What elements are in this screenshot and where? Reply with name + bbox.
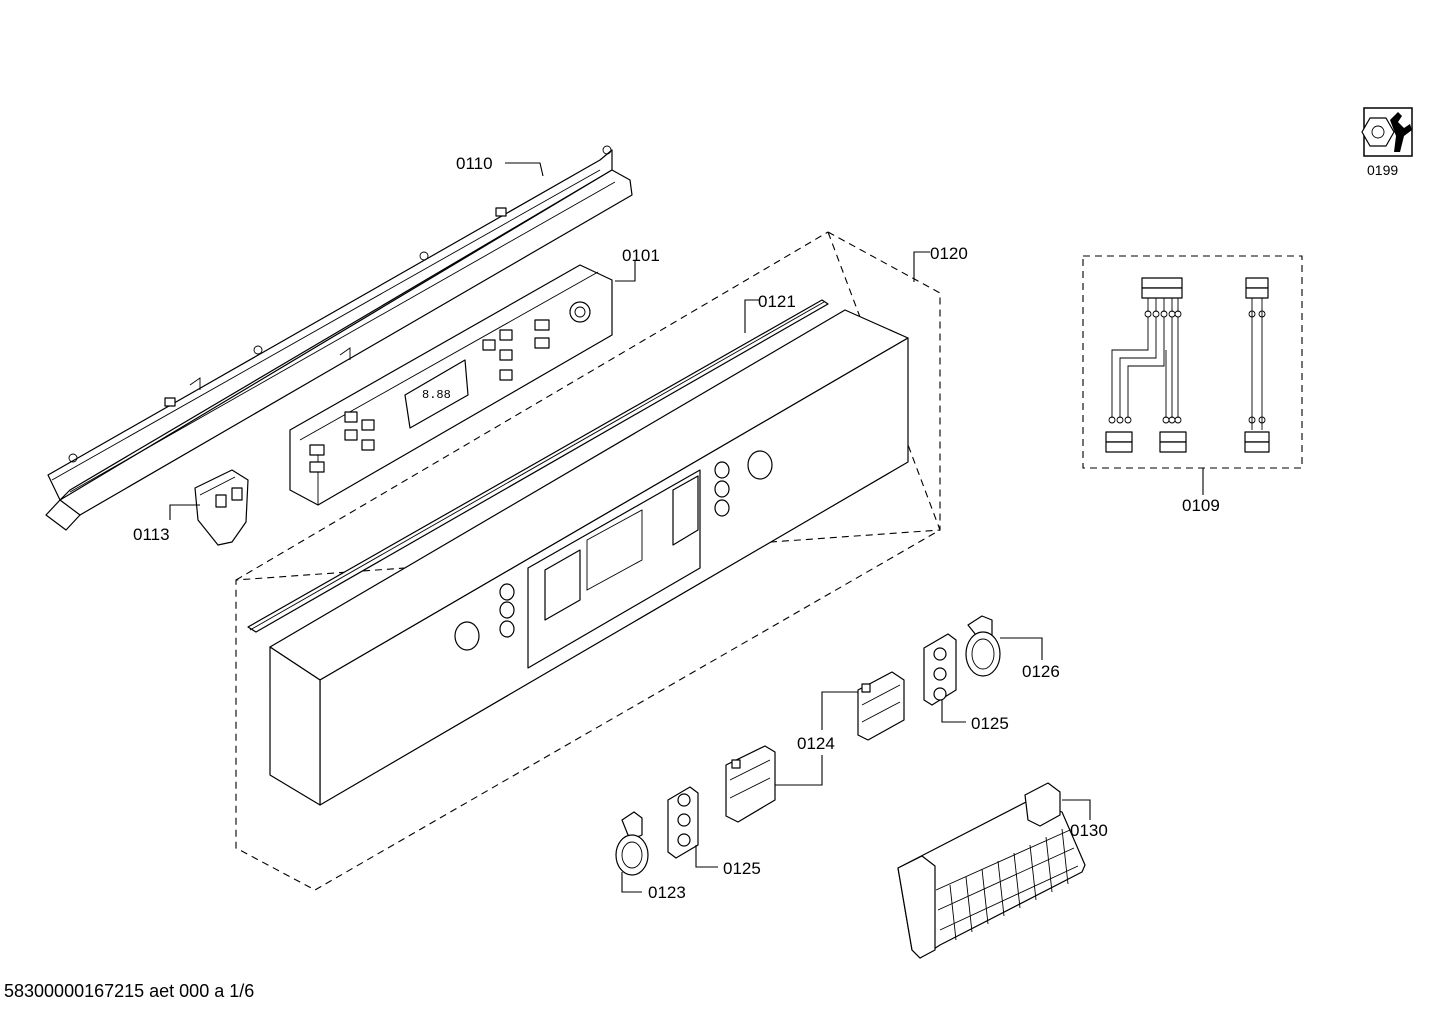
- label-0126: 0126: [1022, 662, 1060, 681]
- label-0124: 0124: [797, 734, 835, 753]
- label-0125-lower: 0125: [723, 859, 761, 878]
- part-0124-button-block-lower[interactable]: [725, 745, 776, 823]
- label-0123: 0123: [648, 883, 686, 902]
- leader-0124-upper: [821, 691, 858, 730]
- part-0124-button-block-upper[interactable]: [857, 671, 905, 741]
- svg-text:8.88: 8.88: [422, 388, 451, 402]
- wrench-nut-icon[interactable]: [1361, 107, 1413, 157]
- leader-0126: [1000, 637, 1043, 660]
- label-0130: 0130: [1070, 821, 1108, 840]
- leader-0124-lower: [775, 755, 823, 786]
- part-0130-bracket[interactable]: [897, 782, 1086, 959]
- group-0109-outline: [1082, 255, 1303, 469]
- label-0110: 0110: [456, 154, 493, 173]
- part-0125-light-guide-lower[interactable]: [667, 786, 699, 859]
- part-0109-wiring-harness[interactable]: [1105, 277, 1270, 453]
- part-0126-knob[interactable]: [965, 615, 1001, 677]
- label-0120: 0120: [930, 244, 968, 263]
- label-0109: 0109: [1182, 496, 1220, 515]
- leader-0123: [621, 872, 642, 893]
- part-0123-knob[interactable]: [615, 811, 649, 876]
- leader-0110: [505, 162, 544, 177]
- label-0101: 0101: [622, 246, 660, 265]
- part-0110-mounting-rail[interactable]: [45, 145, 633, 531]
- part-0125-light-guide-upper[interactable]: [923, 633, 957, 706]
- leader-0130: [1062, 799, 1091, 820]
- label-0121: 0121: [758, 292, 796, 311]
- part-0101-control-module[interactable]: 8.88: [289, 264, 613, 506]
- leader-0125-lower: [695, 845, 718, 868]
- group-0120-outline: [235, 230, 941, 891]
- leader-0120: [913, 251, 930, 282]
- part-0113-clip[interactable]: [194, 469, 249, 546]
- drawing-code: 58300000167215 aet 000 a 1/6: [4, 981, 255, 1001]
- part-0120-front-panel[interactable]: [269, 309, 909, 806]
- leader-0113: [169, 504, 200, 520]
- part-0121-seal-strip[interactable]: [247, 299, 829, 633]
- label-0113: 0113: [133, 525, 170, 544]
- leader-0125-upper: [941, 700, 966, 723]
- label-0125-upper: 0125: [971, 714, 1009, 733]
- leader-0101: [615, 260, 636, 282]
- label-0199: 0199: [1367, 162, 1398, 178]
- leader-0121: [744, 299, 760, 333]
